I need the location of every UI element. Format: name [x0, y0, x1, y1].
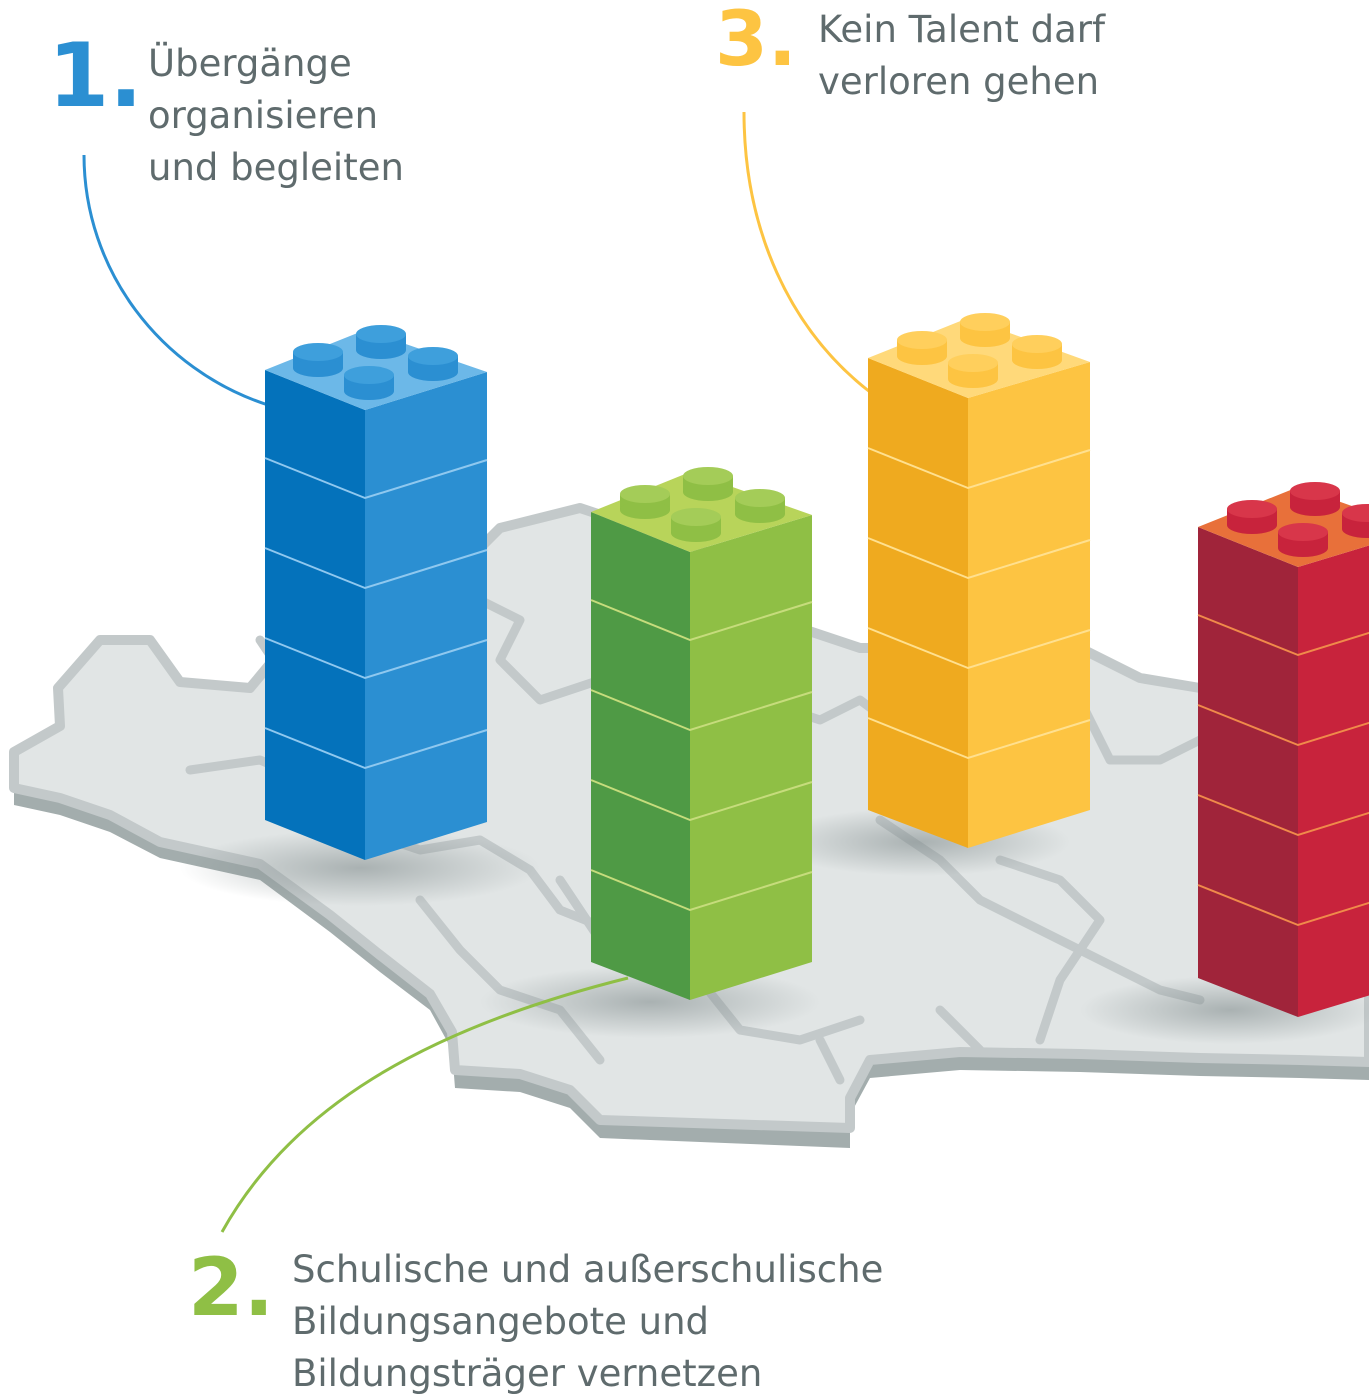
leader-line-3	[742, 111, 871, 394]
callout-1-line: organisieren	[148, 94, 379, 137]
blue-tower	[264, 325, 488, 860]
blue-brick-seams	[264, 457, 488, 770]
yellow-tower	[867, 313, 1091, 848]
callout-2-line: Bildungsträger vernetzen	[292, 1352, 763, 1395]
callout-1-line: Übergänge	[148, 42, 352, 85]
red-studs	[1227, 482, 1369, 557]
leader-line-1	[82, 154, 269, 407]
green-studs	[620, 467, 785, 542]
green-tower	[590, 467, 813, 1000]
red-tower	[1197, 482, 1369, 1017]
yellow-brick-seams	[867, 447, 1091, 760]
blue-studs	[293, 325, 458, 400]
callout-2-text: Schulische und außerschulische Bildungsa…	[292, 1244, 883, 1400]
yellow-studs	[897, 313, 1062, 388]
callout-3-line: Kein Talent darf	[818, 8, 1105, 51]
red-brick-seams	[1197, 614, 1369, 927]
callout-3-line: verloren gehen	[818, 60, 1100, 103]
callout-2-number: 2.	[188, 1241, 275, 1334]
callout-3-number: 3.	[715, 0, 797, 83]
callout-1-number: 1.	[48, 24, 143, 127]
leader-line-2	[220, 976, 629, 1233]
callout-1-text: Übergänge organisieren und begleiten	[148, 38, 404, 194]
callout-1-line: und begleiten	[148, 146, 404, 189]
callout-3-text: Kein Talent darf verloren gehen	[818, 4, 1105, 108]
green-brick-seams	[590, 599, 813, 912]
callout-2-line: Schulische und außerschulische	[292, 1248, 884, 1291]
callout-2-line: Bildungsangebote und	[292, 1300, 710, 1343]
